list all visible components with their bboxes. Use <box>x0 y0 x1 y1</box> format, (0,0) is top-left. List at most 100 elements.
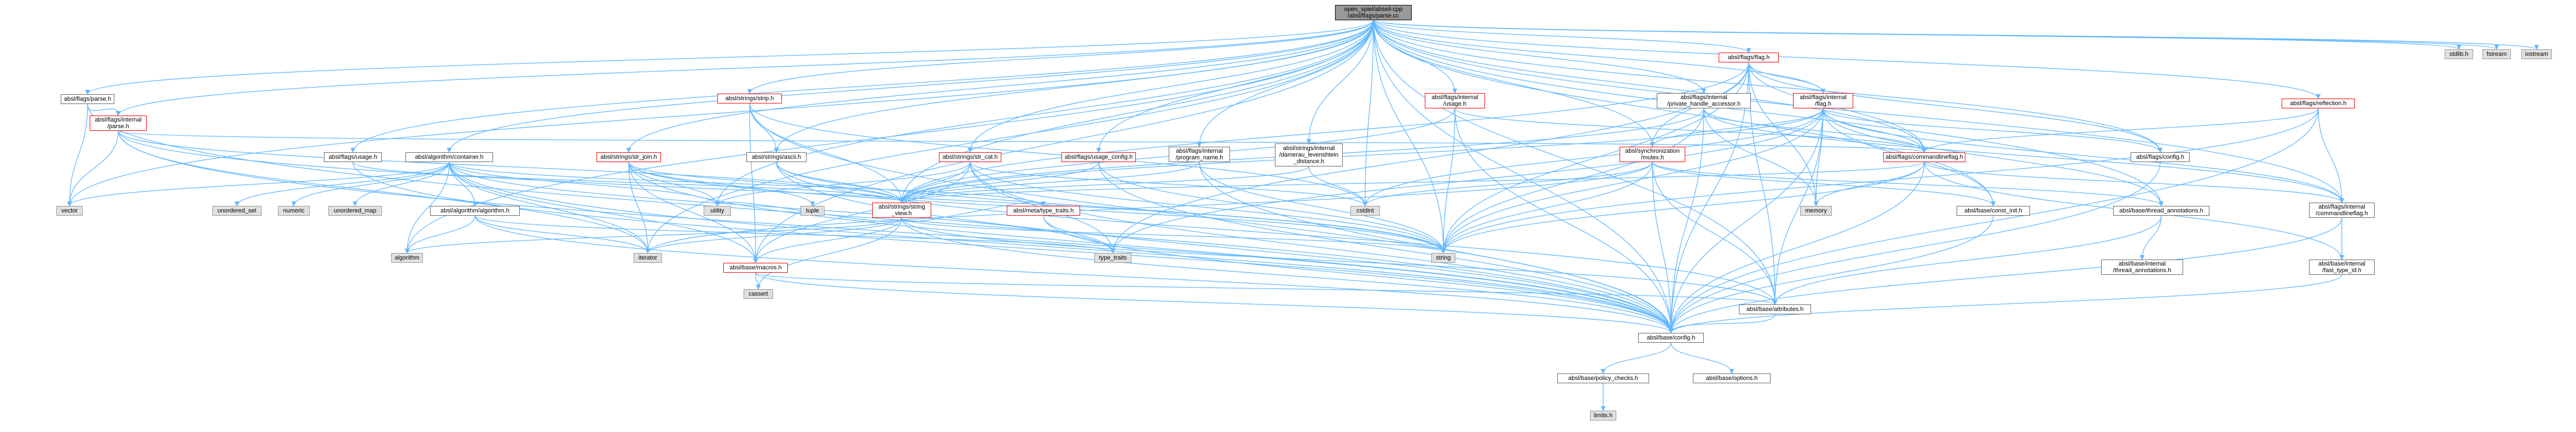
edge-flag_h-to-memory <box>1748 62 1819 206</box>
node-cstdint[interactable]: cstdint <box>1350 206 1380 216</box>
edge-container_h-to-algorithm <box>404 162 450 254</box>
edge-internal_flag-to-flags_config <box>1823 108 2163 153</box>
edge-ascii_h-to-string <box>776 162 1446 254</box>
node-flags-parse-h[interactable]: absl/flags/parse.h <box>61 94 114 104</box>
edge-string_view-to-base_config <box>901 217 1674 333</box>
node-algorithm-algorithm-h[interactable]: absl/algorithm/algorithm.h <box>430 206 520 216</box>
node-cassert[interactable]: cassert <box>744 289 773 299</box>
node-internal-commandlineflag-h[interactable]: absl/flags/internal /commandlineflag.h <box>2309 203 2375 218</box>
node-numeric[interactable]: numeric <box>278 206 310 216</box>
edge-str_cat-to-string <box>970 162 1446 254</box>
edge-internal_flag-to-thread_annotations <box>1823 108 2164 206</box>
edge-reflection-to-base_config <box>1668 108 2319 333</box>
node-flags-config-h[interactable]: absl/flags/config.h <box>2131 152 2190 162</box>
edge-private_handle-to-memory <box>1703 108 1819 206</box>
node-damerau-levenshtein-h[interactable]: absl/strings/internal /damerau_levenshte… <box>1275 143 1343 166</box>
edge-root-to-container_h <box>446 20 1374 153</box>
edge-strip_h-to-macros <box>749 103 758 263</box>
node-private-handle-accessor-h[interactable]: absl/flags/internal /private_handle_acce… <box>1657 93 1751 108</box>
edge-container_h-to-base_config <box>449 162 1674 333</box>
edge-thread_annotations-to-attributes <box>1772 215 2162 305</box>
edge-private_handle-to-commandlineflag_h <box>1703 108 1927 153</box>
node-internal-flag-h[interactable]: absl/flags/internal /flag.h <box>1793 93 1853 108</box>
edge-mutex-to-iterator <box>645 162 1653 254</box>
node-fstream[interactable]: fstream <box>2482 49 2511 59</box>
node-options-h[interactable]: absl/base/options.h <box>1693 373 1771 383</box>
node-container-h[interactable]: absl/algorithm/container.h <box>405 152 493 162</box>
edge-internal_flag-to-string <box>1441 108 1824 254</box>
node-const-init-h[interactable]: absl/base/const_init.h <box>1957 206 2030 216</box>
node-mutex-h[interactable]: absl/synchronization /mutex.h <box>1620 147 1685 162</box>
node-stdlib-h[interactable]: stdlib.h <box>2445 49 2473 59</box>
node-type-traits[interactable]: type_traits <box>1094 253 1132 263</box>
edge-root-to-string_view <box>899 20 1374 203</box>
edge-usage_config-to-string <box>1098 162 1446 254</box>
edge-macros-to-attributes <box>755 272 1778 305</box>
node-algorithm[interactable]: algorithm <box>391 253 423 263</box>
edge-root-to-reflection <box>1373 20 2321 99</box>
edge-internal_parse-to-iterator <box>118 130 651 254</box>
node-string[interactable]: string <box>1431 253 1455 263</box>
node-policy-checks-h[interactable]: absl/base/policy_checks.h <box>1557 373 1649 383</box>
dependency-edges <box>67 20 2539 411</box>
node-utility[interactable]: utility <box>704 206 731 216</box>
node-unordered-map[interactable]: unordered_map <box>328 206 382 216</box>
edge-root-to-flags_parse_h <box>85 20 1374 95</box>
node-unordered-set[interactable]: unordered_set <box>212 206 262 216</box>
edge-private_handle-to-internal_commandlineflag <box>1703 108 2345 203</box>
edge-mutex-to-base_config <box>1652 162 1674 333</box>
edge-internal_flag-to-internal_commandlineflag <box>1823 108 2345 203</box>
node-program-name-h[interactable]: absl/flags/internal /program_name.h <box>1169 147 1230 162</box>
node-internal-thread-annotations-h[interactable]: absl/base/internal /thread_annotations.h <box>2101 260 2183 275</box>
edge-thread_annotations-to-internal_thread_annotations <box>2139 215 2162 260</box>
node-iostream[interactable]: iostream <box>2521 49 2552 59</box>
node-meta-type-traits-h[interactable]: absl/meta/type_traits.h <box>1007 206 1080 216</box>
edge-root-to-internal_commandlineflag <box>1373 20 2345 203</box>
edge-str_join-to-iterator <box>628 162 651 254</box>
edge-string_view-to-macros <box>753 217 902 263</box>
node-thread-annotations-h[interactable]: absl/base/thread_annotations.h <box>2113 206 2209 216</box>
node-iterator[interactable]: iterator <box>634 253 662 263</box>
node-attributes-h[interactable]: absl/base/attributes.h <box>1739 304 1811 314</box>
edge-internal_flag-to-cstdint <box>1362 108 1824 206</box>
edge-internal_flag-to-attributes <box>1772 108 1824 305</box>
edge-root-to-usage_h <box>350 20 1374 153</box>
node-fast-type-id-h[interactable]: absl/base/internal /fast_type_id.h <box>2309 260 2375 275</box>
node-str-cat-h[interactable]: absl/strings/str_cat.h <box>939 152 1001 162</box>
node-memory[interactable]: memory <box>1800 206 1832 216</box>
node-base-config-h[interactable]: absl/base/config.h <box>1638 333 1704 343</box>
node-string-view-h[interactable]: absl/strings/string _view.h <box>872 203 931 218</box>
node-limits-h[interactable]: limits.h <box>1590 411 1616 421</box>
edge-internal_parse-to-string_view <box>118 130 904 203</box>
edge-flags_parse_h-to-vector <box>67 103 88 206</box>
node-str-join-h[interactable]: absl/strings/str_join.h <box>596 152 661 162</box>
node-internal-parse-h[interactable]: absl/flags/internal /parse.h <box>90 116 147 131</box>
edge-usage_config-to-base_config <box>1098 162 1674 333</box>
edge-mutex-to-cstdint <box>1362 162 1653 206</box>
node-commandlineflag-h[interactable]: absl/flags/commandlineflag.h <box>1883 152 1965 162</box>
edge-container_h-to-vector <box>67 162 450 206</box>
edge-damerau-to-string_view <box>899 166 1309 203</box>
node-reflection-h[interactable]: absl/flags/reflection.h <box>2282 99 2355 108</box>
node-usage-h[interactable]: absl/flags/usage.h <box>324 152 382 162</box>
edge-container_h-to-numeric <box>291 162 450 206</box>
node-strip-h[interactable]: absl/strings/strip.h <box>717 94 782 103</box>
node-tuple[interactable]: tuple <box>800 206 825 216</box>
node-usage-config-h[interactable]: absl/flags/usage_config.h <box>1061 152 1136 162</box>
edge-fast_type_id-to-base_config <box>1668 274 2342 333</box>
root-node-parse-cc: open_spiel/abseil-cpp /absl/flags/parse.… <box>1335 5 1412 20</box>
edge-mutex-to-const_init <box>1652 162 1996 206</box>
edge-root-to-ascii_h <box>774 20 1374 153</box>
node-vector[interactable]: vector <box>56 206 83 216</box>
node-flag-h[interactable]: absl/flags/flag.h <box>1719 53 1779 62</box>
node-ascii-h[interactable]: absl/strings/ascii.h <box>746 152 807 162</box>
edge-internal_parse-to-base_config <box>118 130 1674 333</box>
node-internal-usage-h[interactable]: absl/flags/internal /usage.h <box>1425 93 1485 108</box>
edge-attributes-to-base_config <box>1668 314 1776 333</box>
edge-container_h-to-unordered_map <box>352 162 450 206</box>
edge-str_cat-to-string_view <box>899 162 971 203</box>
edge-container_h-to-macros <box>449 162 758 263</box>
edge-internal_usage-to-commandlineflag_h <box>1454 108 1927 153</box>
node-macros-h[interactable]: absl/base/macros.h <box>723 263 788 273</box>
